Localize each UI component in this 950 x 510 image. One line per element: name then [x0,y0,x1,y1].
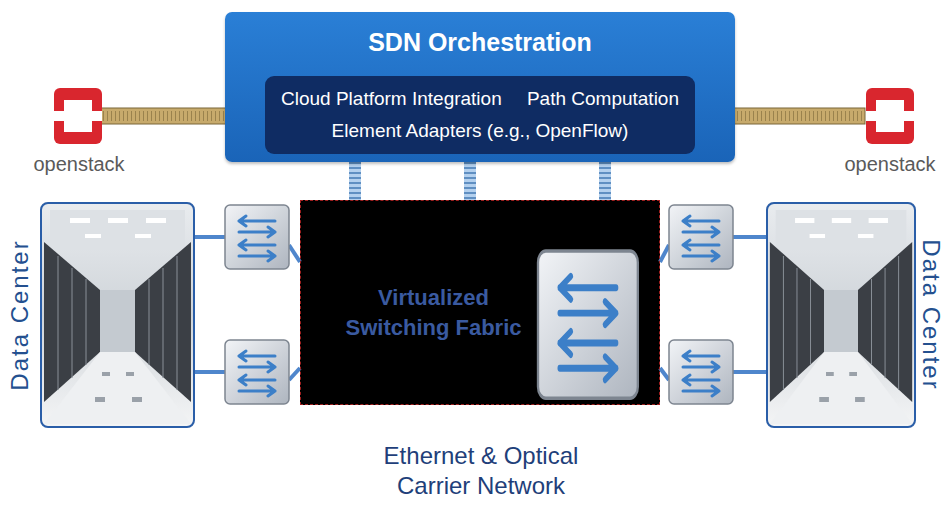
function-box: Cloud Platform Integration Path Computati… [265,76,695,154]
node-text: Path Computation [527,88,679,110]
node-text: Ethernet & Optical Carrier Network [361,441,601,501]
node-text: Virtualized Switching Fabric [331,283,536,342]
node-text: Element Adapters (e.g., OpenFlow) [281,120,679,142]
logo-text: openstack [33,153,124,176]
control-link [605,162,606,200]
switching-fabric-box: Virtualized Switching FabricEthernet & O… [300,200,660,405]
control-link [355,162,356,200]
node-text: SDN Orchestration [225,28,735,57]
control-link [470,162,471,200]
node-text: Data Center [6,239,34,390]
orchestration-box: SDN OrchestrationCloud Platform Integrat… [225,12,735,162]
logo-text: openstack [844,153,935,176]
node-text: Data Center [917,239,945,390]
node-text: Cloud Platform Integration [281,88,502,110]
data-center-box: Data Center [766,202,916,428]
data-center-box: Data Center [40,202,195,428]
